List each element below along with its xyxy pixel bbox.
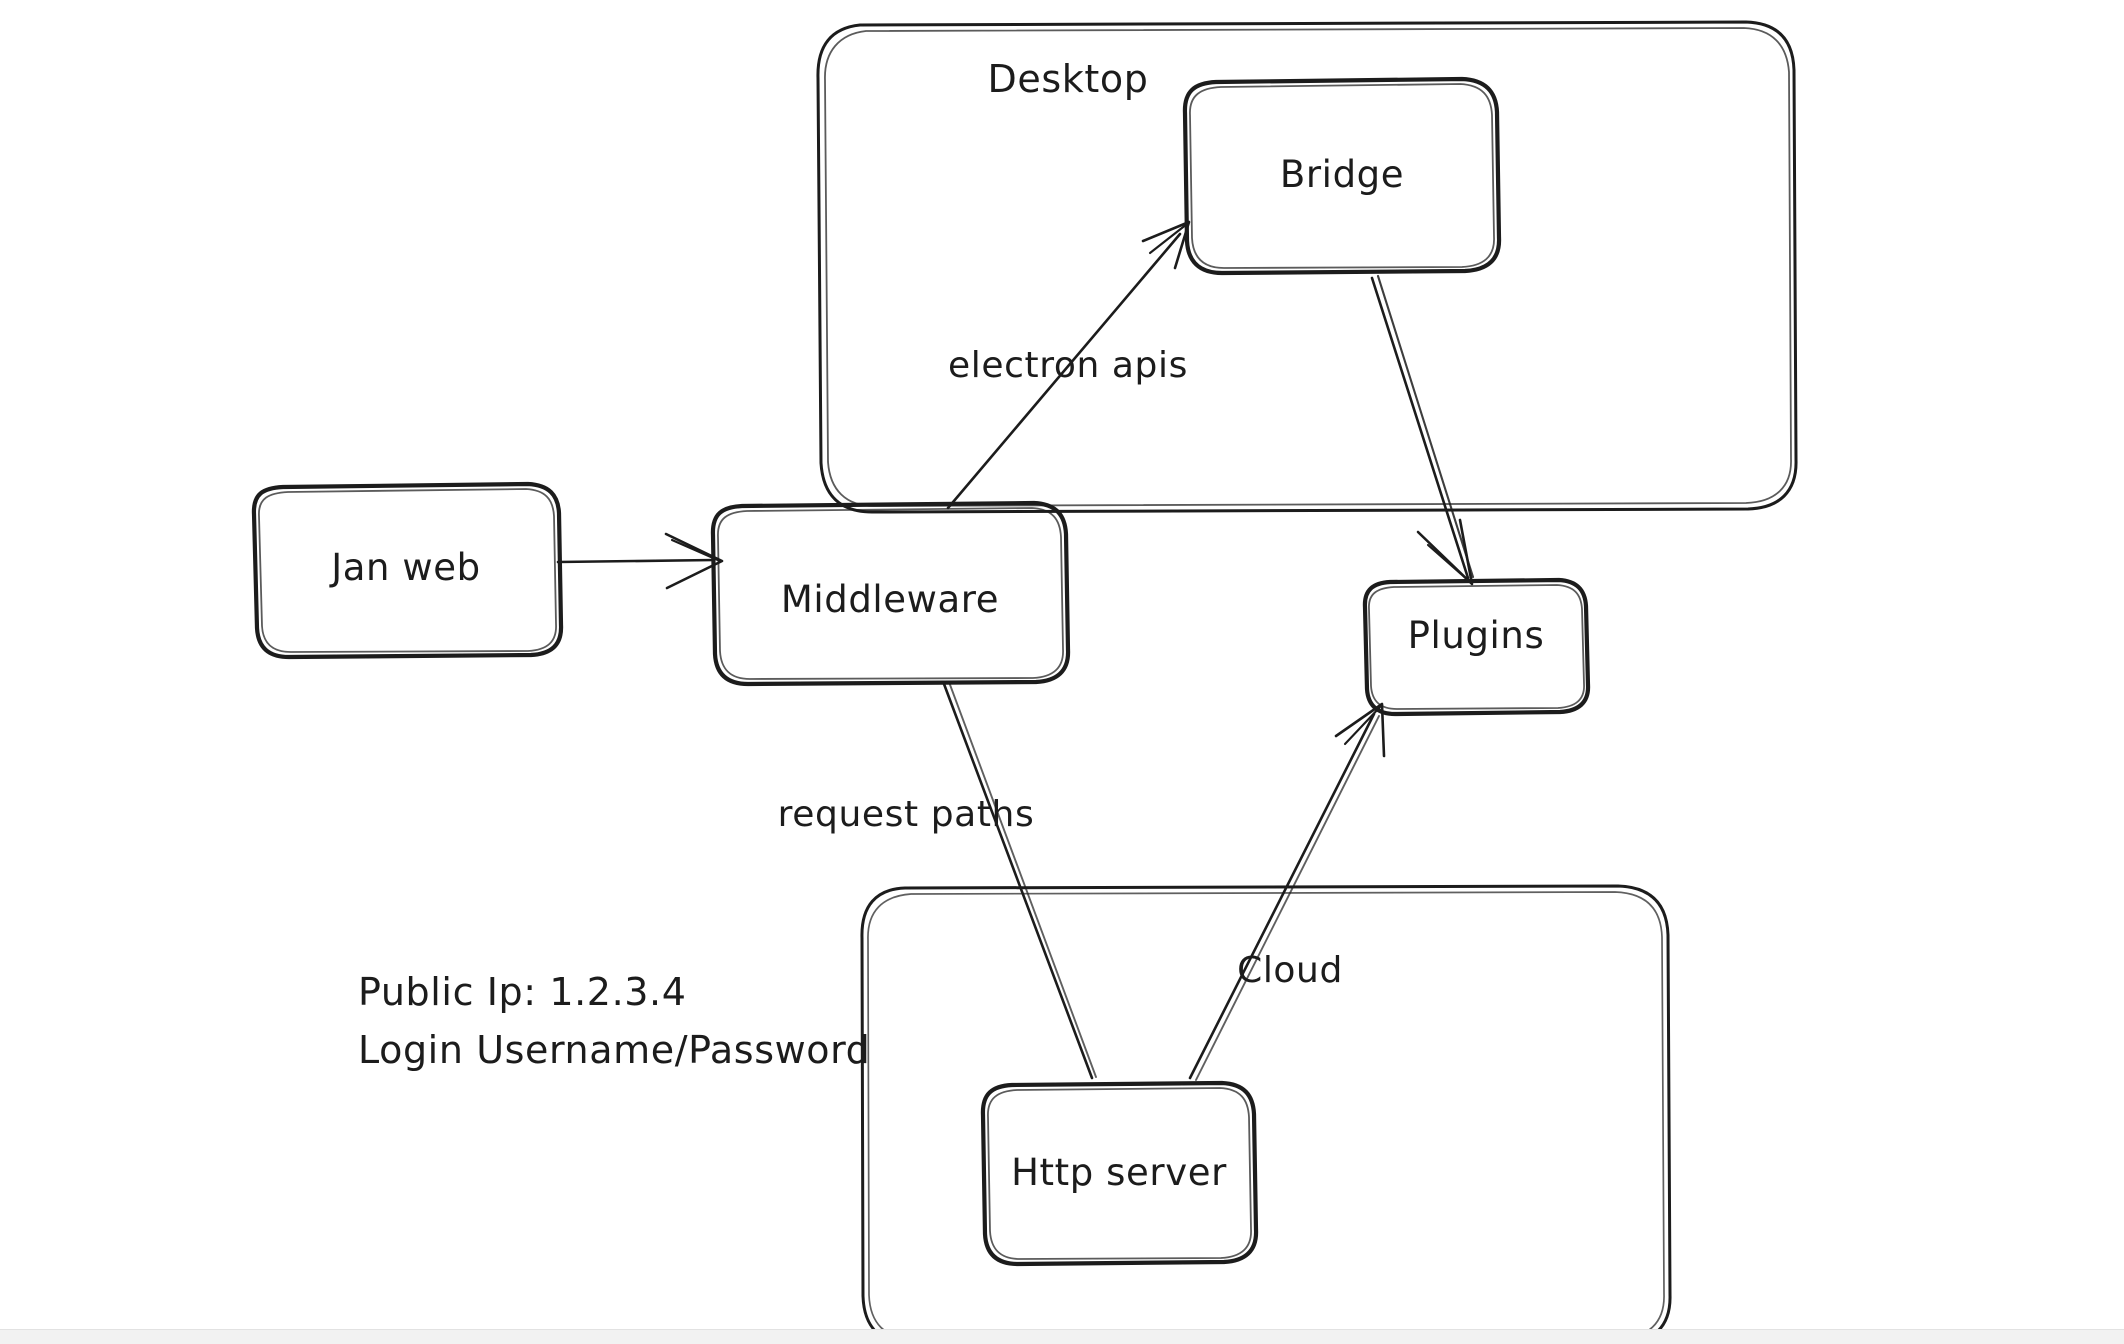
edge-middleware-to-http-server — [942, 681, 1097, 1080]
edge-bridge-to-plugins — [1370, 274, 1475, 586]
arrowhead-icon — [1141, 220, 1191, 270]
edge-line — [942, 682, 1094, 1080]
node-plugins-outline — [1362, 577, 1591, 717]
node-jan-web-label: Jan web — [329, 546, 481, 589]
page-bottom-edge — [0, 1329, 2124, 1344]
node-middleware[interactable]: Middleware — [710, 500, 1071, 687]
note-login-credentials: Login Username/Password — [358, 1028, 870, 1072]
node-plugins-outline-second-pass — [1368, 584, 1585, 710]
node-http-server-outline — [980, 1080, 1259, 1267]
node-http-server[interactable]: Http server — [980, 1080, 1259, 1267]
edge-line-second-pass — [948, 681, 1097, 1078]
node-plugins[interactable]: Plugins — [1362, 577, 1591, 717]
node-bridge-outline-second-pass — [1189, 83, 1495, 269]
node-plugins-label: Plugins — [1408, 614, 1545, 657]
edge-line — [946, 232, 1182, 510]
arrowhead-icon — [1416, 518, 1474, 586]
edge-jan-web-to-middleware — [556, 532, 724, 590]
note-public-ip: Public Ip: 1.2.3.4 — [358, 970, 687, 1014]
group-desktop — [816, 20, 1798, 514]
node-http-server-label: Http server — [1011, 1151, 1227, 1194]
edge-label-cloud: Cloud — [1237, 950, 1343, 991]
node-jan-web-outline — [251, 481, 564, 660]
edge-line — [1188, 712, 1376, 1080]
edge-line-second-pass — [1195, 715, 1380, 1081]
arrowhead-icon-second-pass — [1426, 543, 1472, 584]
node-middleware-label: Middleware — [781, 578, 999, 621]
node-bridge-outline — [1182, 76, 1502, 276]
edge-http-server-to-plugins — [1188, 702, 1386, 1081]
node-jan-web[interactable]: Jan web — [251, 481, 564, 660]
node-bridge-label: Bridge — [1280, 153, 1404, 196]
arrowhead-icon-second-pass — [1343, 705, 1382, 746]
edge-line-second-pass — [1376, 274, 1475, 579]
arrowhead-icon — [664, 532, 724, 590]
group-desktop-label: Desktop — [988, 57, 1149, 101]
edge-middleware-to-bridge — [946, 220, 1191, 510]
desktop-container-outline-second-pass — [824, 27, 1792, 507]
arrowhead-icon-second-pass — [1148, 222, 1189, 255]
desktop-container-outline — [816, 20, 1798, 514]
node-http-server-outline-second-pass — [987, 1087, 1252, 1260]
node-middleware-outline-second-pass — [717, 507, 1064, 680]
edge-line — [556, 558, 716, 564]
cloud-container-outline — [860, 884, 1672, 1344]
edge-label-electron-apis: electron apis — [948, 345, 1188, 386]
edge-label-request-paths: request paths — [778, 794, 1035, 835]
edge-line — [1370, 276, 1470, 580]
node-bridge[interactable]: Bridge — [1182, 76, 1502, 276]
node-jan-web-outline-second-pass — [258, 488, 557, 653]
node-middleware-outline — [710, 500, 1071, 687]
arrowhead-icon — [1334, 702, 1386, 758]
